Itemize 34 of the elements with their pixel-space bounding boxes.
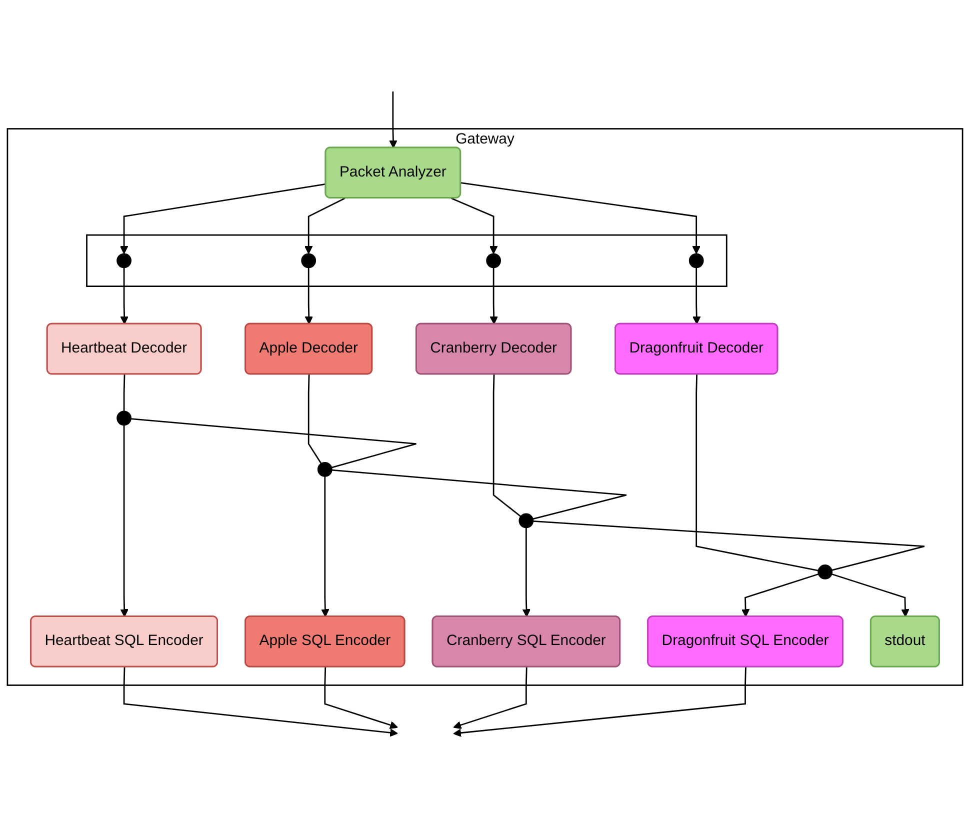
- node-circle: [116, 410, 132, 426]
- connector: [130, 418, 417, 468]
- arrow: [321, 476, 330, 618]
- arrow: [453, 667, 746, 737]
- connector: [332, 469, 628, 520]
- arrow: [460, 182, 700, 254]
- node-circle: [116, 253, 132, 268]
- arrow: [389, 92, 398, 148]
- connector: [123, 374, 126, 412]
- connector: [492, 374, 522, 517]
- arrow: [120, 183, 326, 254]
- node-circle: [518, 513, 534, 528]
- node-circle: [688, 253, 704, 268]
- arrow: [450, 198, 498, 254]
- arrow: [453, 667, 528, 730]
- arrow: [832, 573, 910, 618]
- connector: [308, 374, 322, 464]
- arrow: [304, 198, 346, 254]
- node-circle: [317, 462, 332, 477]
- arrow: [741, 573, 819, 618]
- arrow: [324, 667, 398, 730]
- arrow: [304, 268, 313, 324]
- connector: [696, 374, 818, 572]
- arrow: [120, 268, 128, 324]
- arrow: [490, 268, 498, 324]
- node-circle: [301, 253, 316, 268]
- cluster: [86, 234, 728, 287]
- arrow: [692, 268, 701, 324]
- arrow: [120, 425, 128, 618]
- node-circle: [486, 253, 502, 268]
- node-circle: [818, 564, 833, 580]
- connector: [533, 520, 926, 571]
- arrow: [123, 667, 398, 737]
- arrow: [522, 528, 531, 618]
